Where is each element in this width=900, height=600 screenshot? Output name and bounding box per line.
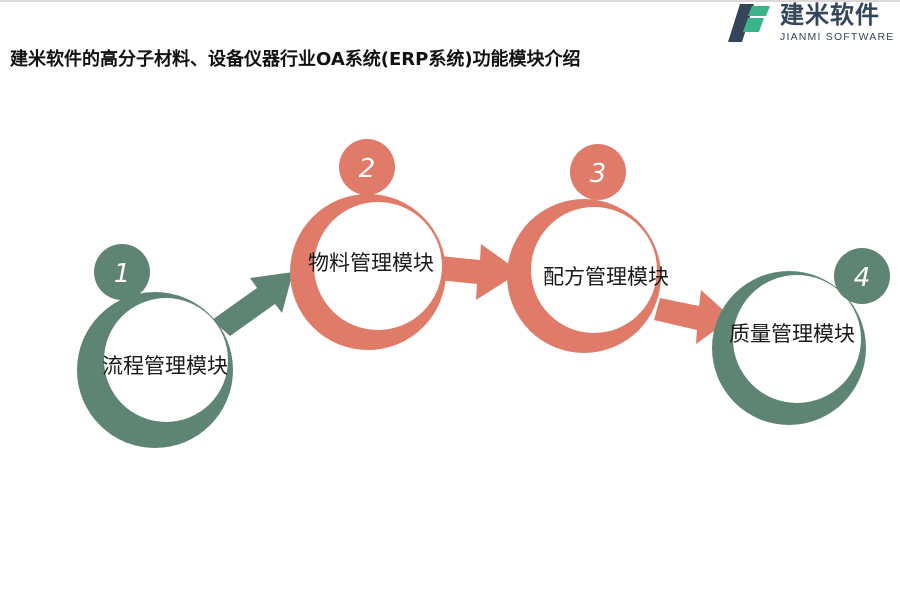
arrow-2-to-3 xyxy=(438,244,520,300)
step-1-number: 1 xyxy=(114,259,131,289)
step-1: 1 流程管理模块 xyxy=(77,244,233,448)
step-1-badge xyxy=(94,244,150,300)
step-4-number: 4 xyxy=(854,263,871,293)
step-4-badge xyxy=(834,248,890,304)
brand-name: 建米软件 xyxy=(780,1,880,29)
arrow-3-to-4 xyxy=(654,290,732,344)
step-3: 3 配方管理模块 xyxy=(507,144,669,353)
arrow-1-to-2 xyxy=(212,272,293,336)
step-2-label: 物料管理模块 xyxy=(308,251,434,275)
step-2-badge xyxy=(339,139,395,195)
step-1-label: 流程管理模块 xyxy=(102,354,228,378)
step-4-label: 质量管理模块 xyxy=(729,322,855,346)
step-1-hole xyxy=(104,298,228,422)
step-3-badge xyxy=(570,144,626,200)
step-4: 4 质量管理模块 xyxy=(712,248,890,425)
step-2-hole xyxy=(314,202,442,330)
step-2-number: 2 xyxy=(359,154,376,184)
top-divider xyxy=(0,0,900,2)
step-2: 2 物料管理模块 xyxy=(290,139,446,350)
brand-logo: 建米软件 JIANMI SOFTWARE xyxy=(724,0,900,46)
step-3-hole xyxy=(531,207,657,333)
step-3-label: 配方管理模块 xyxy=(543,265,669,289)
step-3-number: 3 xyxy=(590,159,607,189)
jianmi-logo-icon xyxy=(728,4,770,42)
step-4-hole xyxy=(733,275,861,403)
page-title: 建米软件的高分子材料、设备仪器行业OA系统(ERP系统)功能模块介绍 xyxy=(10,49,581,70)
brand-name-english: JIANMI SOFTWARE xyxy=(780,31,895,43)
